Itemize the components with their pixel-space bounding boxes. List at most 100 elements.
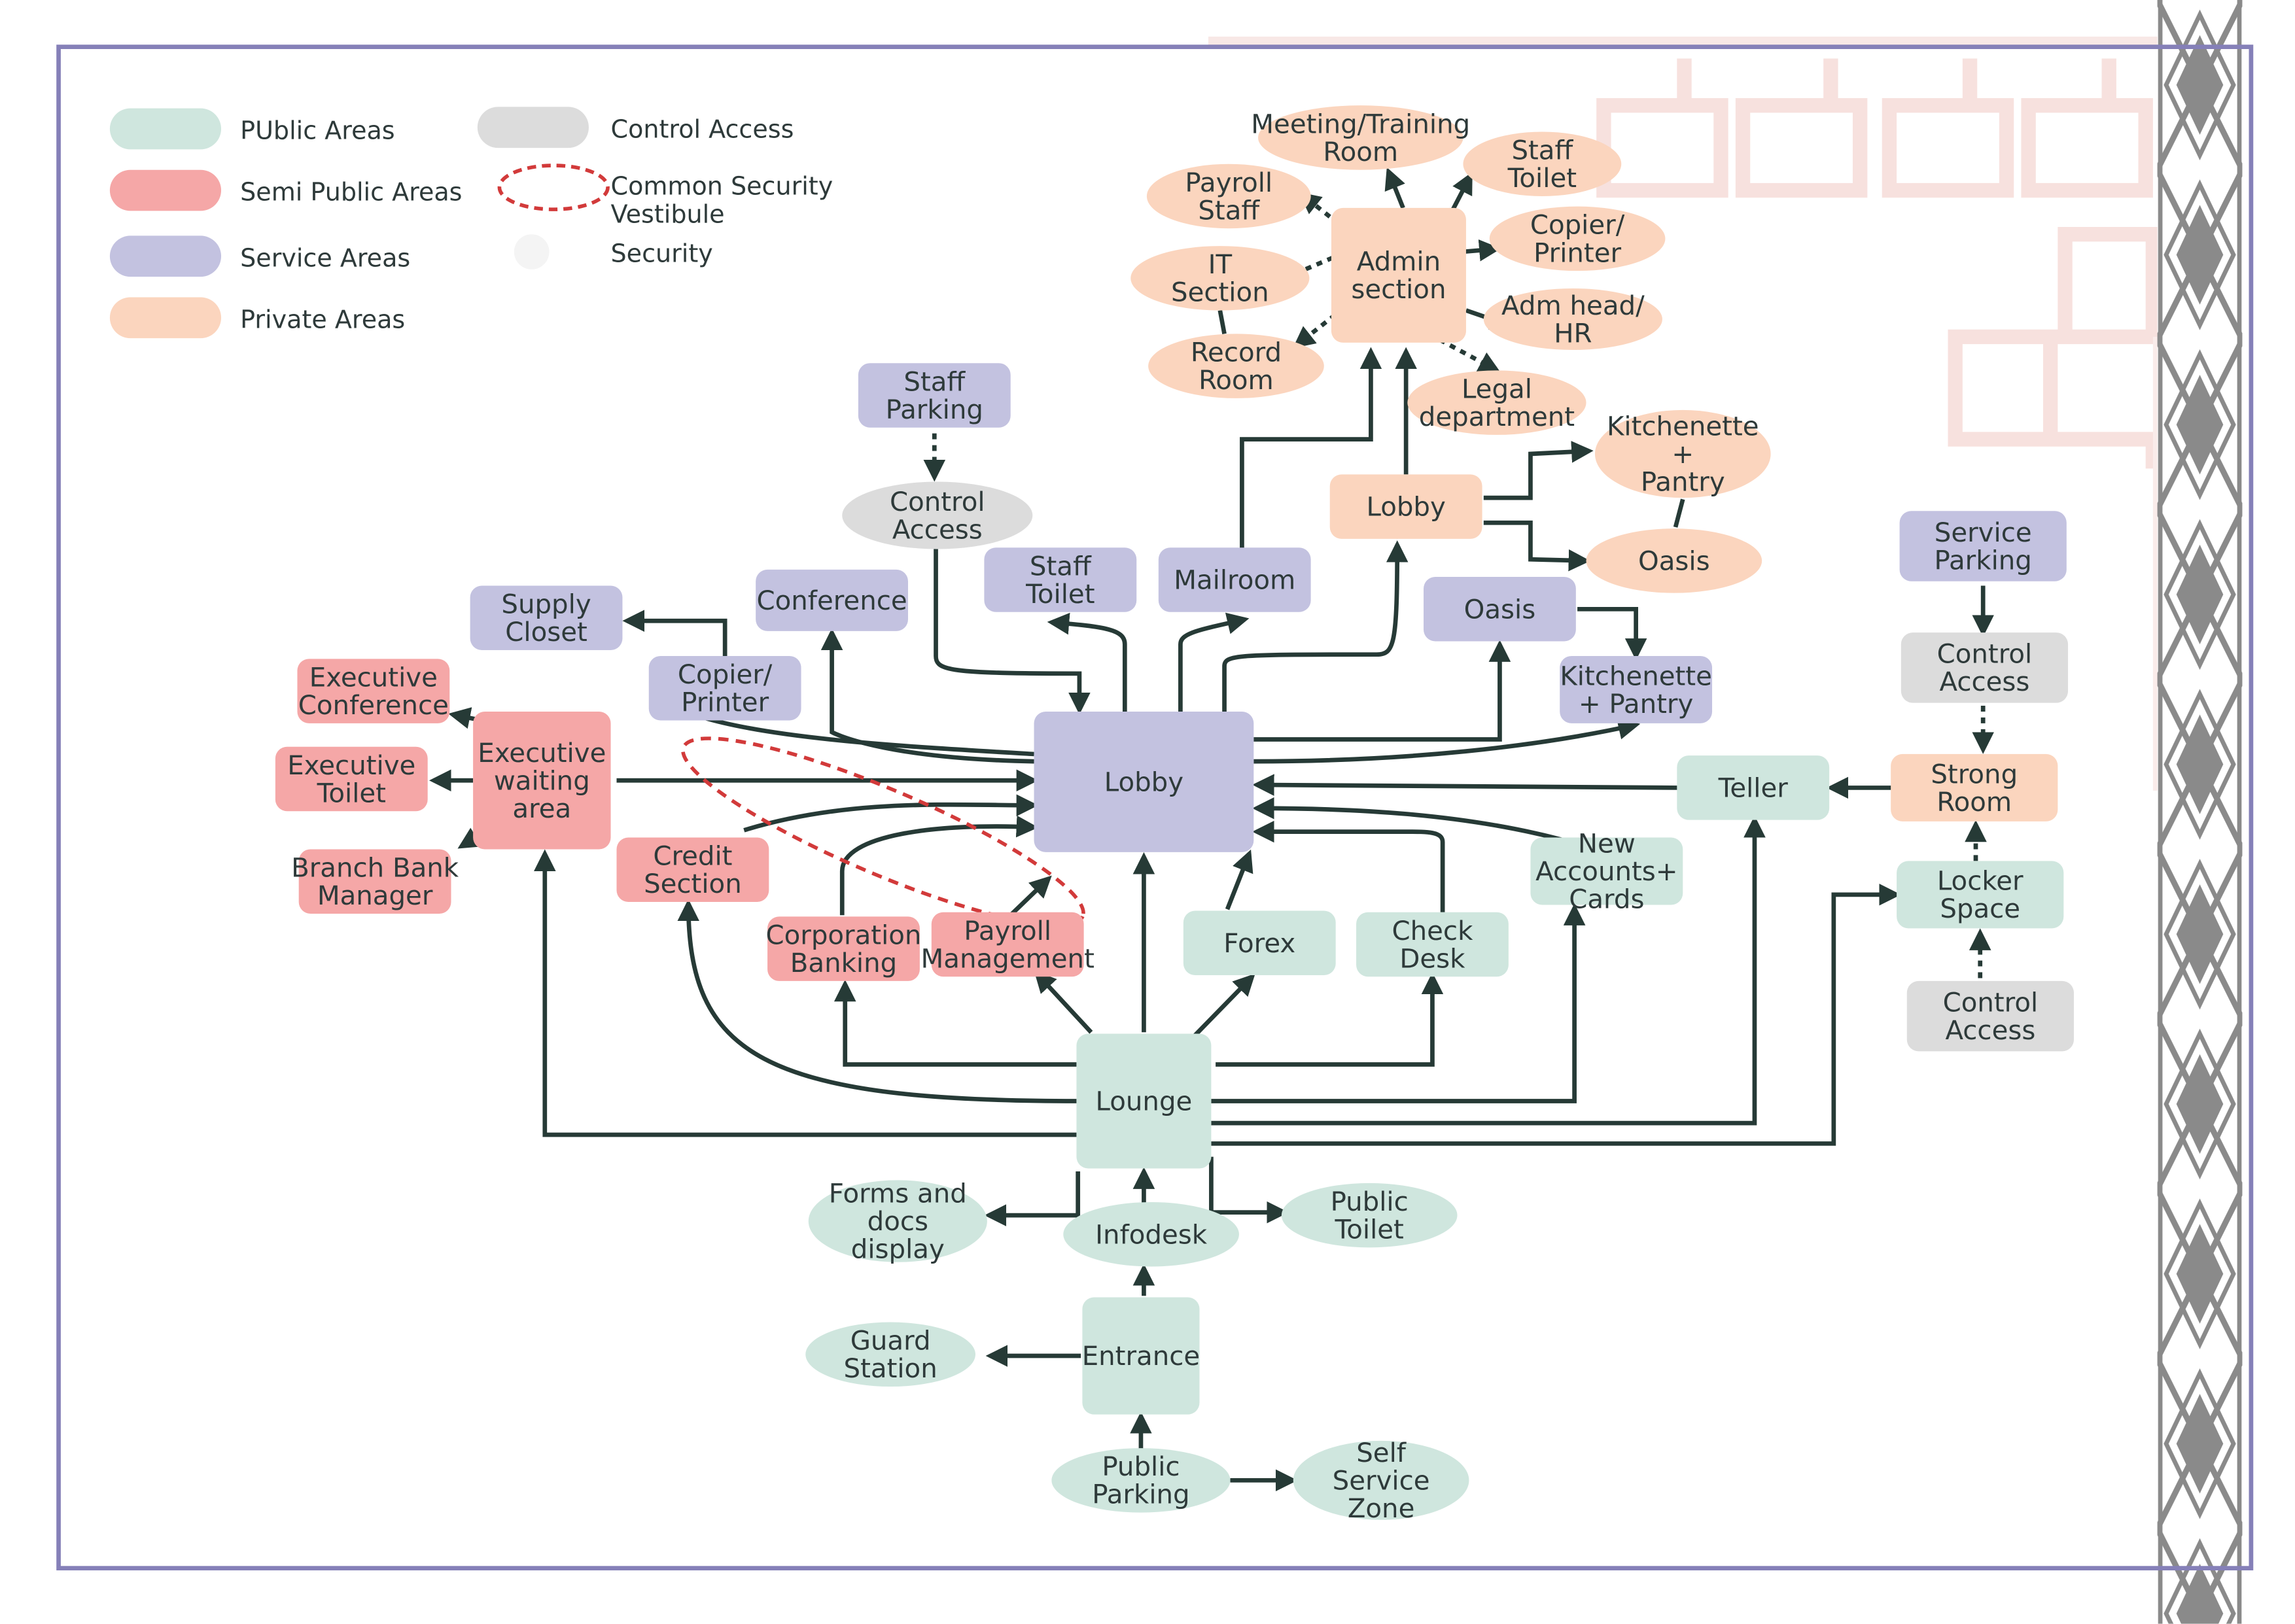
- node-label: Mailroom: [1174, 565, 1295, 596]
- edge-arrow: [934, 547, 1091, 715]
- node-shape: [1158, 547, 1311, 612]
- node-shape: [1424, 577, 1576, 642]
- node-shape: [808, 1180, 987, 1262]
- node-label: Lobby: [1104, 767, 1183, 798]
- node-shape: [931, 912, 1084, 977]
- edge-arrow: [622, 610, 727, 656]
- node-lounge: Lounge: [1076, 1033, 1212, 1169]
- common-security-vestibule-ellipse: [681, 736, 1085, 927]
- edge-arrow: [1225, 849, 1253, 910]
- edge-arrow: [1222, 540, 1409, 717]
- node-shape: [1130, 246, 1310, 311]
- node-shape: [470, 585, 623, 650]
- node-shape: [805, 1322, 975, 1387]
- edge-arrow: [1483, 441, 1594, 500]
- node-shape: [1183, 910, 1336, 975]
- node-shape: [1051, 1448, 1231, 1513]
- node-label: Copier/Printer: [1530, 210, 1625, 269]
- node-oasis-service: Oasis: [1424, 577, 1576, 642]
- node-kitchenette-top: Kitchenette+Pantry: [1594, 409, 1771, 498]
- node-label: Conference: [756, 585, 907, 616]
- legend-swatch-semi-public: [109, 169, 222, 211]
- node-shape: [275, 746, 428, 812]
- node-shape: [984, 547, 1137, 612]
- node-shape: [1594, 409, 1771, 498]
- node-shape: [473, 712, 611, 850]
- legend-item-control: Control Access: [477, 107, 794, 148]
- legend-swatch-security-vestibule: [497, 164, 610, 211]
- node-label: Infodesk: [1095, 1219, 1208, 1250]
- node-shape: [616, 837, 769, 903]
- chevron-border-strip: [2157, 0, 2243, 1624]
- legend-swatch-private: [109, 297, 222, 339]
- edge-arrow: [1252, 820, 1445, 912]
- node-shape: [1489, 206, 1666, 271]
- edge-arrow: [1178, 612, 1250, 717]
- node-shape: [1329, 474, 1482, 539]
- node-kitchenette: Kitchenette+ Pantry: [1560, 655, 1713, 723]
- node-shape: [1586, 528, 1762, 593]
- security-vestibule: [681, 736, 1085, 927]
- node-entrance: Entrance: [1082, 1297, 1200, 1415]
- node-shape: [842, 481, 1033, 549]
- legend-swatch-control: [477, 107, 589, 148]
- node-forex: Forex: [1183, 910, 1336, 975]
- edge-arrow: [1439, 337, 1501, 373]
- node-shape: [1560, 655, 1713, 723]
- node-label: Kitchenette+Pantry: [1607, 411, 1759, 498]
- node-shape: [1483, 288, 1662, 351]
- node-shape: [1331, 207, 1466, 343]
- node-shape: [1899, 511, 2067, 581]
- edge-arrow: [1209, 1156, 1289, 1224]
- legend-swatch-security: [514, 234, 550, 269]
- node-shape: [1891, 753, 2058, 821]
- node-label: Oasis: [1638, 546, 1710, 577]
- node-shape: [1897, 861, 2064, 929]
- edge-arrow: [1009, 875, 1052, 917]
- node-shape: [1258, 105, 1463, 170]
- node-label: Kitchenette+ Pantry: [1560, 661, 1712, 719]
- node-shape: [1146, 164, 1311, 229]
- node-conference: Conference: [756, 569, 908, 631]
- node-shape: [1407, 370, 1586, 435]
- node-shape: [1281, 1183, 1458, 1248]
